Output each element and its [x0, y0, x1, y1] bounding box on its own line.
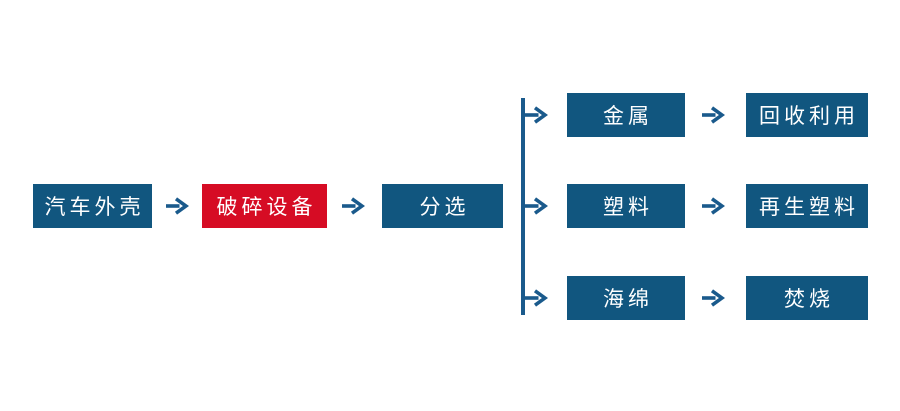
node-recycle: 回收利用 — [746, 93, 868, 137]
node-sorting: 分选 — [382, 184, 503, 228]
arrow-right-icon — [701, 106, 724, 124]
arrow-right-icon — [701, 197, 724, 215]
node-incineration: 焚烧 — [746, 276, 868, 320]
arrow-right-icon — [165, 197, 188, 215]
arrow-right-icon — [524, 106, 547, 124]
arrow-right-icon — [341, 197, 364, 215]
node-car-shell: 汽车外壳 — [33, 184, 152, 228]
branch-connector-line — [521, 98, 525, 315]
node-metal: 金属 — [567, 93, 685, 137]
node-plastic: 塑料 — [567, 184, 685, 228]
arrow-right-icon — [524, 289, 547, 307]
node-recycled-plastic: 再生塑料 — [746, 184, 868, 228]
node-sponge: 海绵 — [567, 276, 685, 320]
arrow-right-icon — [524, 197, 547, 215]
arrow-right-icon — [701, 289, 724, 307]
node-crusher-equipment: 破碎设备 — [202, 184, 327, 228]
